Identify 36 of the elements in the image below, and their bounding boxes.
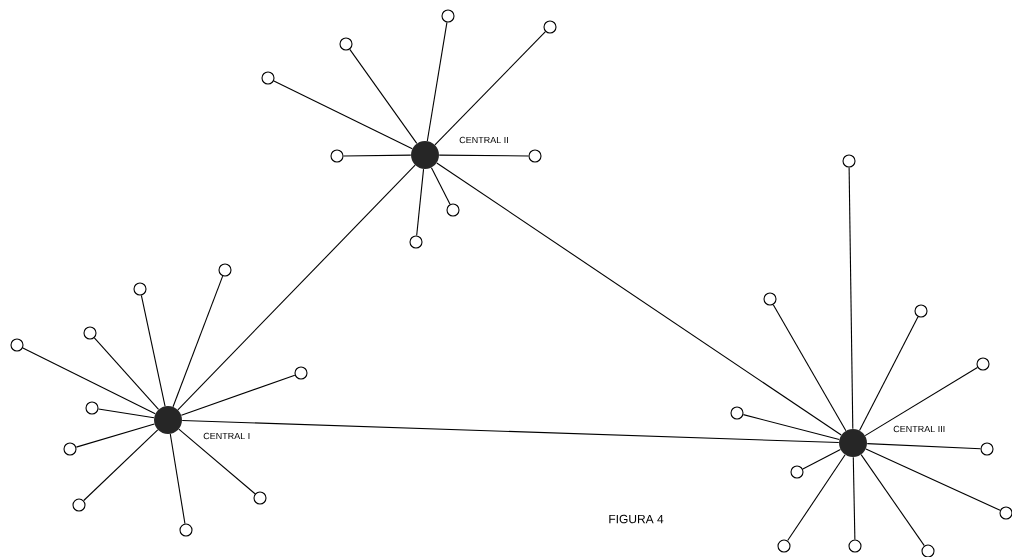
connector-line [343, 154, 412, 157]
connector-line [273, 80, 413, 150]
connector-line [866, 443, 981, 450]
connector-line [416, 168, 425, 237]
figure-caption: FIGURA 4 [609, 514, 664, 524]
connector-line [742, 414, 840, 440]
connector-line [434, 31, 546, 146]
connector-line [852, 456, 856, 540]
connector-line [848, 167, 854, 430]
connector-line [787, 454, 846, 542]
hub-label: CENTRAL II [459, 136, 508, 144]
connector-line [349, 48, 418, 144]
connector-line [22, 347, 156, 415]
connector-line [75, 423, 155, 448]
connector-line [802, 448, 841, 470]
connector-line [140, 294, 166, 407]
connector-line [97, 408, 155, 419]
connector-line [772, 304, 847, 432]
connector-line [864, 366, 978, 437]
hub-label: CENTRAL III [893, 425, 945, 433]
connector-line [430, 167, 451, 205]
connector-line [438, 154, 529, 157]
connector-line [865, 448, 1001, 511]
connector-line [177, 164, 416, 411]
connector-line [169, 433, 186, 525]
connector-line [858, 316, 919, 431]
connector-line [180, 374, 296, 416]
connector-line [860, 454, 925, 547]
connector-line [172, 275, 224, 408]
connector-line [83, 429, 159, 502]
connector-line [93, 337, 160, 410]
connector-line [436, 162, 842, 436]
connector-line [181, 419, 840, 444]
connector-line [426, 21, 448, 142]
hub-label: CENTRAL I [203, 432, 250, 440]
connector-line [178, 428, 256, 495]
